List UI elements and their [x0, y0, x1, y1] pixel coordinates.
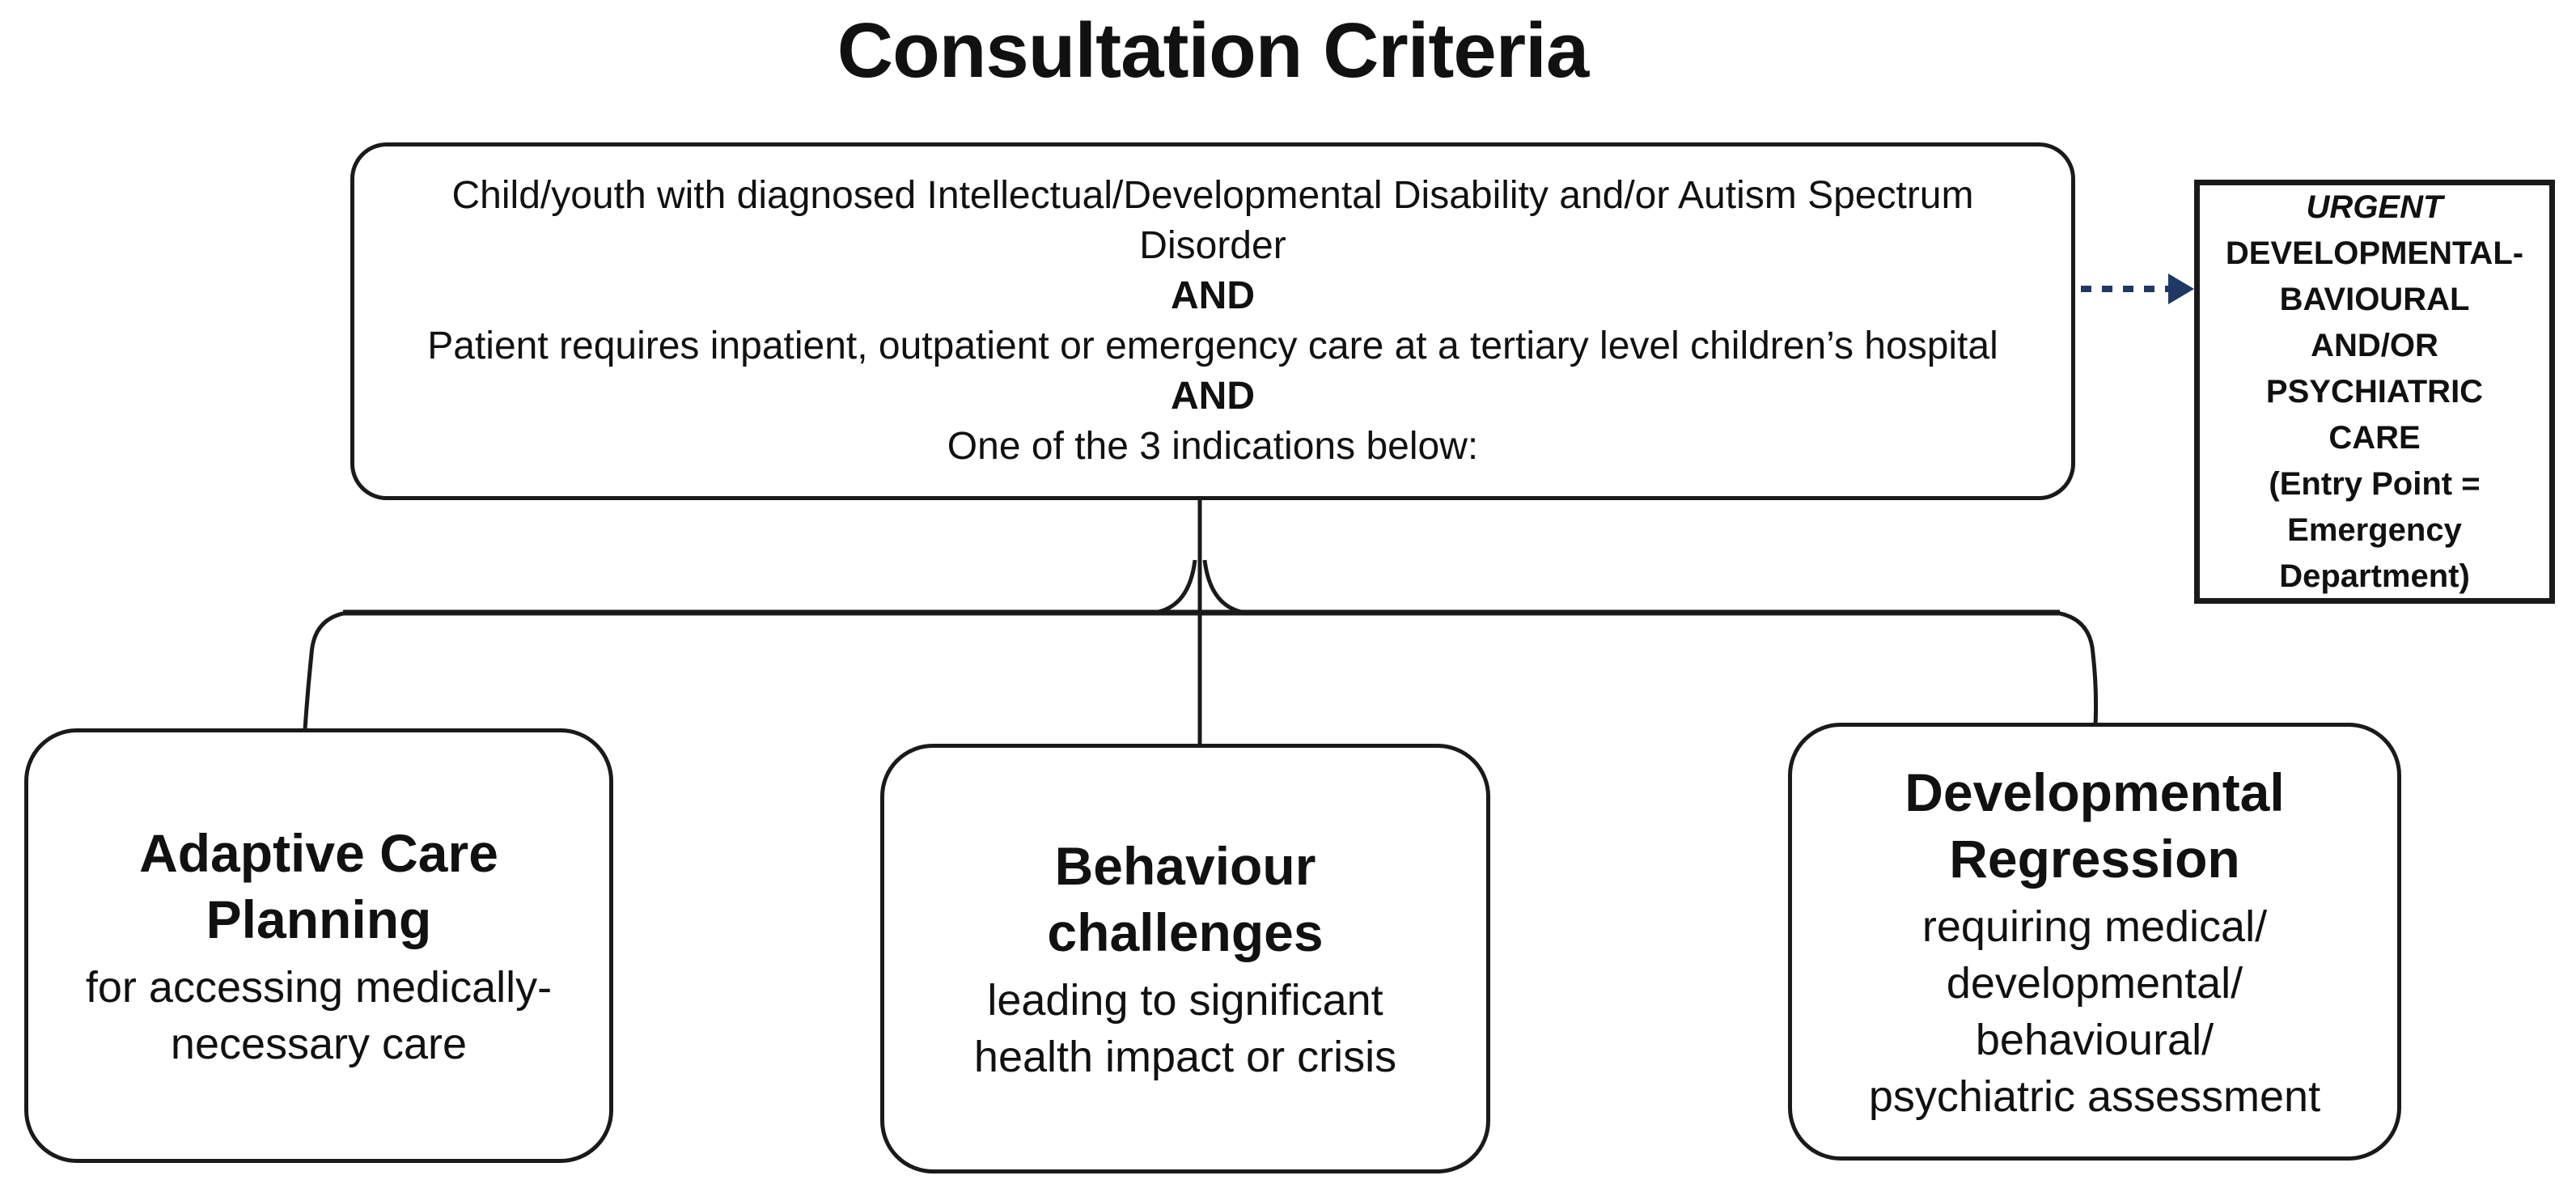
left-branch-drop [303, 610, 349, 731]
right-branch-drop [2054, 610, 2099, 726]
text-line: URGENT [2306, 189, 2443, 225]
indication-body: for accessing medically-necessary care [86, 959, 552, 1072]
text-line: (Entry Point = [2269, 465, 2481, 502]
text-line: AND [1171, 375, 1255, 418]
text-line: necessary care [170, 1019, 468, 1068]
text-line: psychiatric assessment [1868, 1072, 2321, 1121]
text-line: Behaviour [1054, 835, 1316, 896]
text-line: health impact or crisis [973, 1032, 1397, 1081]
text-line: Planning [205, 889, 432, 949]
indication-body: requiring medical/developmental/behaviou… [1869, 898, 2320, 1125]
text-line: Disorder [1139, 224, 1286, 267]
text-line: One of the 3 indications below: [947, 425, 1479, 468]
text-line: AND [1171, 274, 1255, 317]
text-line: Patient requires inpatient, outpatient o… [427, 325, 1998, 367]
text-line: leading to significant [987, 975, 1383, 1025]
text-line: requiring medical/ [1921, 902, 2268, 951]
consultation-criteria-box: Child/youth with diagnosed Intellectual/… [350, 142, 2075, 500]
text-line: developmental/ [1946, 958, 2243, 1008]
text-line: behavioural/ [1975, 1015, 2214, 1064]
text-line: Developmental [1904, 762, 2285, 822]
text-line: for accessing medically- [85, 962, 553, 1012]
text-line: Child/youth with diagnosed Intellectual/… [451, 174, 1974, 217]
branch-junction-flare-left [1154, 559, 1197, 615]
text-line: Emergency [2287, 511, 2462, 548]
text-line: AND/OR [2311, 327, 2438, 363]
text-line: DEVELOPMENTAL- [2225, 235, 2524, 271]
text-line: PSYCHIATRIC [2265, 373, 2484, 410]
text-line: Regression [1949, 828, 2240, 889]
indication-body: leading to significant health impact or c… [974, 972, 1396, 1085]
page-title: Consultation Criteria [837, 7, 1589, 94]
urgent-arrow-head [2168, 274, 2194, 304]
urgent-care-box: URGENT DEVELOPMENTAL- BAVIOURAL AND/OR PSYCH… [2194, 180, 2555, 604]
text-line: Department) [2279, 558, 2470, 594]
text-line: Adaptive Care [139, 822, 498, 883]
text-line: BAVIOURAL [2279, 281, 2470, 317]
text-line: CARE [2328, 419, 2421, 456]
text-line: challenges [1047, 902, 1324, 962]
branch-junction-flare-right [1202, 559, 1246, 615]
